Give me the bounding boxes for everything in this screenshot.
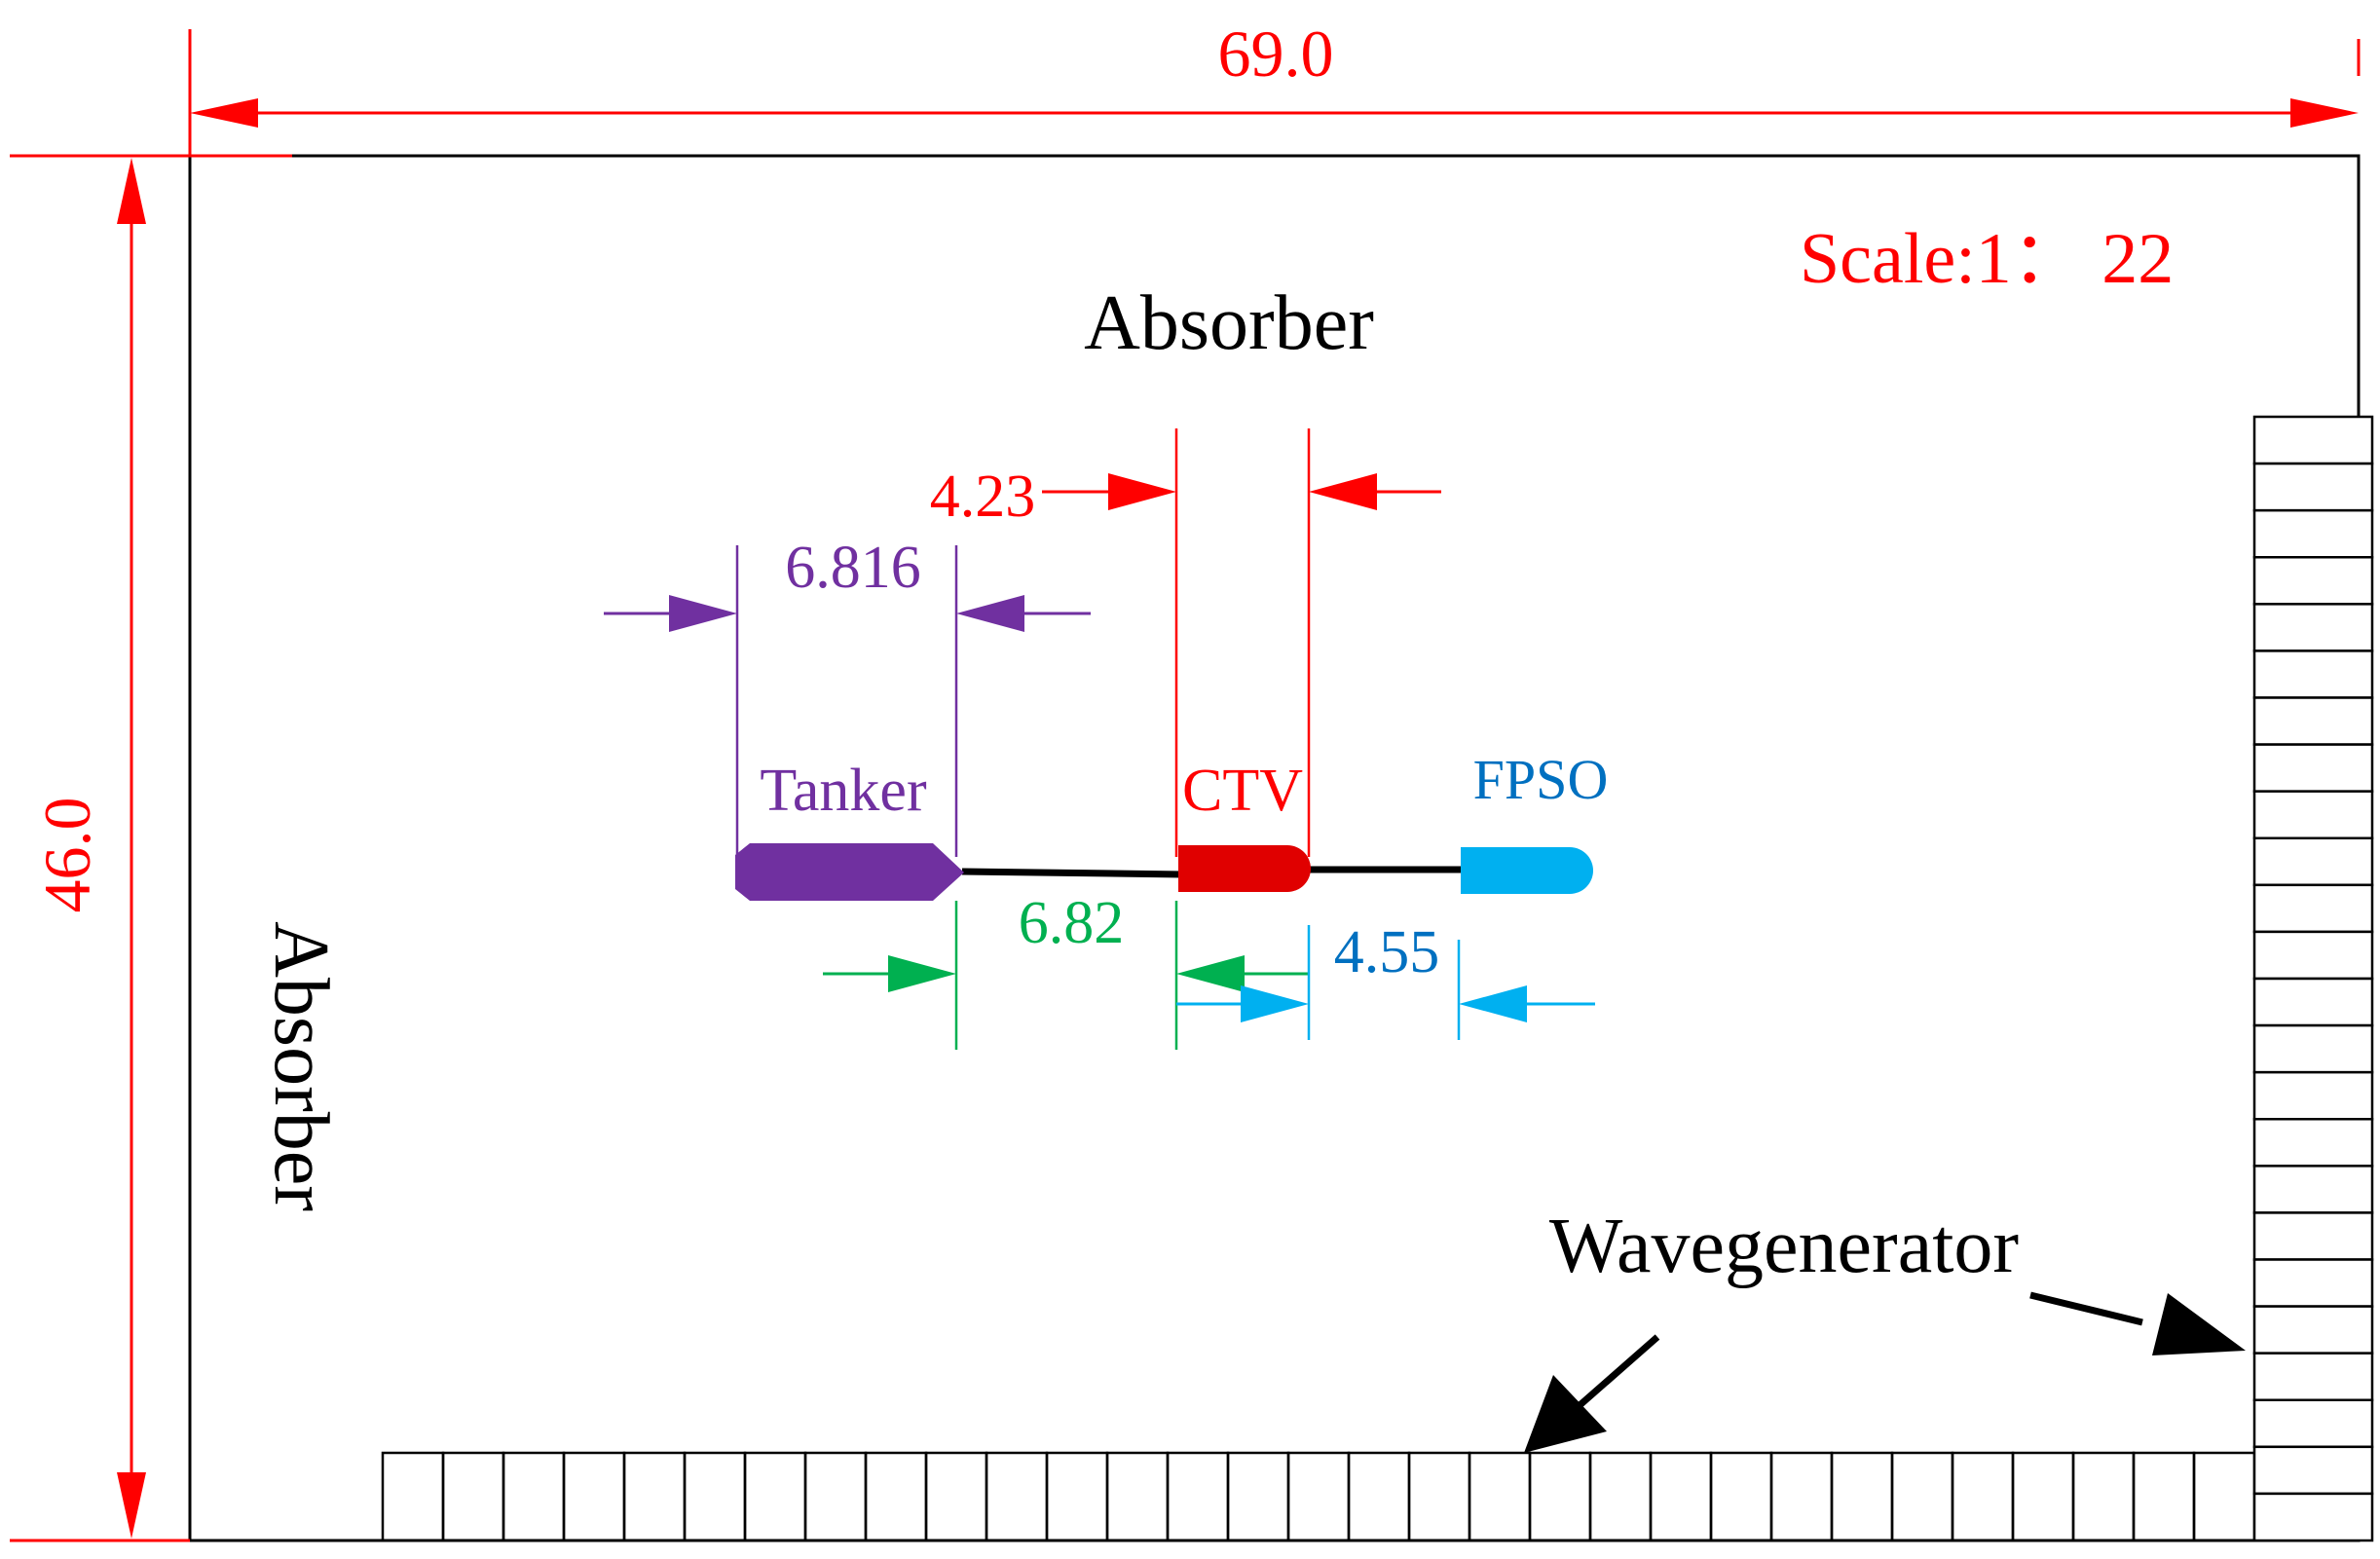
- scale-label: Scale:1： 22: [1800, 219, 2174, 299]
- wavegenerator-paddle: [2252, 1023, 2374, 1074]
- width-label: 69.0: [1218, 17, 1334, 91]
- wavegenerator-paddle: [2252, 1211, 2374, 1261]
- tanker-length-label: 6.816: [785, 535, 921, 601]
- wavegenerator-bottom-paddles: [381, 1451, 2256, 1542]
- wavegenerator-paddle: [2252, 1445, 2374, 1496]
- wavegenerator-arrow-right: [2029, 1291, 2246, 1355]
- ctv-fpso-gap-label: 4.55: [1334, 919, 1440, 985]
- wavegenerator-paddle: [2252, 603, 2374, 652]
- tanker-ctv-gap-dimension: 6.82: [823, 890, 1309, 1050]
- wavegenerator-paddle: [2252, 508, 2374, 559]
- wavegenerator-paddle: [2252, 1258, 2374, 1308]
- wavegenerator-paddle: [2252, 790, 2374, 840]
- wavegenerator-right-paddles: [2252, 415, 2374, 1542]
- absorber-top-label: Absorber: [1084, 280, 1374, 366]
- wavegenerator-paddle: [2252, 1352, 2374, 1401]
- wavegenerator-paddle: [622, 1451, 687, 1542]
- wavegenerator-paddle: [2132, 1451, 2196, 1542]
- ctv-hull: [1178, 845, 1311, 892]
- wavegenerator-paddle: [683, 1451, 747, 1542]
- wavegenerator-paddle: [2252, 1492, 2374, 1542]
- wavegenerator-paddle: [803, 1451, 868, 1542]
- tanker-hull: [735, 843, 964, 901]
- wavegenerator-paddle: [1830, 1451, 1894, 1542]
- fpso-hull: [1461, 847, 1593, 894]
- fpso-label: FPSO: [1473, 748, 1609, 811]
- wavegenerator-paddle: [2252, 650, 2374, 699]
- wavegenerator-paddle: [2252, 743, 2374, 793]
- ctv-length-label: 4.23: [930, 464, 1036, 530]
- wavegenerator-paddle: [1890, 1451, 1954, 1542]
- wavegenerator-paddle: [2252, 462, 2374, 512]
- wavegenerator-paddle: [1649, 1451, 1713, 1542]
- wavegenerator-label: Wavegenerator: [1549, 1204, 2019, 1289]
- wavegenerator-paddle: [1588, 1451, 1653, 1542]
- wavegenerator-paddle: [2252, 1070, 2374, 1121]
- width-dimension: 69.0: [188, 17, 2361, 156]
- wavegenerator-paddle: [2252, 836, 2374, 887]
- wavegenerator-paddle: [2252, 1305, 2374, 1355]
- tanker-vessel: Tanker 6.816: [604, 535, 1091, 901]
- wavegenerator-paddle: [2252, 1398, 2374, 1449]
- wavegenerator-arrow-bottom: [1524, 1334, 1660, 1453]
- ctv-fpso-gap-dimension: 4.55: [1176, 919, 1595, 1040]
- wavegenerator-paddle: [2252, 977, 2374, 1027]
- wavegenerator-paddle: [1951, 1451, 2015, 1542]
- height-label: 46.0: [30, 798, 104, 913]
- wavegenerator-paddle: [2071, 1451, 2136, 1542]
- wavegenerator-paddle: [1286, 1451, 1351, 1542]
- tanker-ctv-gap-label: 6.82: [1019, 890, 1125, 956]
- wavegenerator-paddle: [1045, 1451, 1109, 1542]
- wavegenerator-paddle: [2252, 556, 2374, 606]
- wavegenerator-paddle: [502, 1451, 566, 1542]
- wavegenerator-paddle: [1528, 1451, 1592, 1542]
- wavegenerator-paddle: [562, 1451, 626, 1542]
- connection-lines: [961, 866, 1466, 878]
- wavegenerator-paddle: [2252, 1165, 2374, 1214]
- wavegenerator-paddle: [1407, 1451, 1471, 1542]
- wavegenerator-paddle: [2252, 930, 2374, 981]
- wavegenerator-paddle: [2252, 696, 2374, 746]
- ctv-label: CTV: [1182, 758, 1303, 824]
- wavegenerator-paddle: [864, 1451, 928, 1542]
- wavegenerator-paddle: [743, 1451, 807, 1542]
- wavegenerator-paddle: [985, 1451, 1049, 1542]
- ctv-vessel: CTV 4.23: [930, 428, 1441, 892]
- wavegenerator-paddle: [2252, 415, 2374, 465]
- wavegenerator-paddle: [2192, 1451, 2256, 1542]
- height-dimension: 46.0: [10, 154, 292, 1542]
- wavegenerator-paddle: [2252, 883, 2374, 934]
- wavegenerator-paddle: [2252, 1118, 2374, 1168]
- wavegenerator-paddle: [1709, 1451, 1773, 1542]
- absorber-left-label: Absorber: [258, 921, 344, 1211]
- wavegenerator-paddle: [2011, 1451, 2075, 1542]
- wavegenerator-paddle: [381, 1451, 445, 1542]
- wavegenerator-paddle: [1468, 1451, 1532, 1542]
- wavegenerator-paddle: [924, 1451, 988, 1542]
- wavegenerator-paddle: [1166, 1451, 1230, 1542]
- wavegenerator-paddle: [441, 1451, 505, 1542]
- wavegenerator-paddle: [1226, 1451, 1290, 1542]
- wavegenerator-paddle: [1105, 1451, 1170, 1542]
- fpso-vessel: FPSO: [1461, 748, 1608, 894]
- tanker-label: Tanker: [760, 758, 927, 824]
- wavegenerator-paddle: [1347, 1451, 1411, 1542]
- wavegenerator-paddle: [1769, 1451, 1834, 1542]
